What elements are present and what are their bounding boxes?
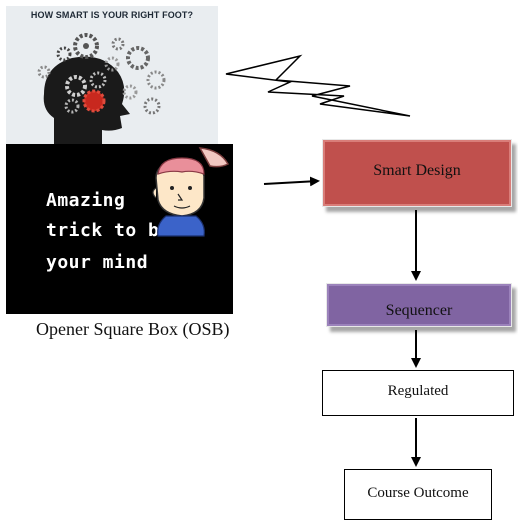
gear-icon: [143, 97, 161, 115]
gears-head-illustration: [37, 33, 166, 146]
smart-design-label: Smart Design: [373, 162, 461, 179]
regulated-label: Regulated: [387, 383, 449, 399]
course-outcome-node: Course Outcome: [344, 469, 492, 520]
smart-design-node: Smart Design: [322, 139, 512, 207]
gear-icon: [65, 75, 87, 97]
trick-line-1: Amazing: [46, 190, 126, 211]
gear-icon: [111, 37, 125, 51]
amazing-trick-image: Amazing trick to blow your mind: [6, 144, 233, 314]
arrow-to-smart-design: [263, 176, 320, 187]
gear-icon: [122, 84, 138, 100]
gear-icon: [56, 46, 72, 62]
course-outcome-label: Course Outcome: [367, 485, 469, 501]
smart-foot-image: HOW SMART IS YOUR RIGHT FOOT?: [6, 6, 218, 150]
gear-icon: [64, 98, 80, 114]
sequencer-label: Sequencer: [385, 302, 453, 319]
osb-caption: Opener Square Box (OSB): [36, 319, 230, 339]
gear-icon: [89, 71, 107, 89]
regulated-node: Regulated: [322, 370, 514, 416]
gear-icon: [73, 33, 99, 59]
smart-foot-caption: HOW SMART IS YOUR RIGHT FOOT?: [30, 10, 194, 20]
gear-icon: [37, 65, 51, 79]
trick-line-2: trick to blow: [46, 220, 194, 241]
gear-icon: [126, 46, 150, 70]
lightning-bolt-shape: [225, 54, 411, 117]
sequencer-node: Sequencer: [326, 283, 512, 327]
gear-icon: [146, 70, 166, 90]
red-gear-icon: [82, 89, 106, 113]
gear-icon: [104, 56, 120, 72]
cartoon-head-icon: [152, 147, 230, 237]
trick-line-3: your mind: [46, 252, 149, 273]
